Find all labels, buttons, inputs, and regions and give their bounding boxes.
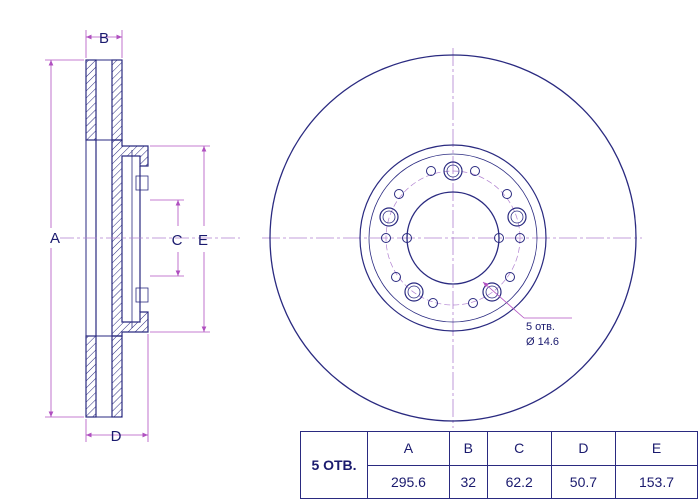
table-header-row: 5 ОТВ. A B C D E: [300, 431, 698, 499]
header-c: C: [486, 431, 552, 466]
hat-section: [111, 139, 149, 337]
label-b: B: [99, 30, 109, 47]
plate-right-upper: [111, 59, 123, 141]
header-a: A: [367, 431, 450, 466]
label-d: D: [111, 428, 122, 445]
value-d: 50.7: [550, 464, 617, 499]
value-a: 295.6: [367, 464, 450, 499]
header-d: D: [550, 431, 617, 466]
side-view: [60, 59, 240, 418]
spec-table: 5 ОТВ. A B C D E 295.6 32 62.2 50.7 153.…: [300, 431, 698, 499]
value-e: 153.7: [615, 464, 698, 499]
dimension-d: D: [85, 334, 149, 445]
plate-left-lower: [85, 335, 97, 418]
bolt-holes: [379, 161, 527, 302]
disc-outer-edge: [269, 54, 637, 422]
header-b: B: [448, 431, 488, 466]
plate-right-lower: [111, 335, 123, 418]
hat-circle: [359, 144, 547, 332]
label-c: C: [172, 232, 183, 249]
dimension-c: C: [150, 199, 184, 277]
dimension-a: A: [45, 59, 84, 418]
value-c: 62.2: [486, 464, 552, 499]
table-value-row: 295.6 32 62.2 50.7 153.7: [301, 464, 698, 499]
header-e: E: [615, 431, 698, 466]
plate-left-upper: [85, 59, 97, 141]
label-a: A: [50, 230, 60, 247]
holes-label: 5 ОТВ.: [300, 431, 368, 499]
bolt-note-diameter: Ø 14.6: [526, 336, 559, 348]
bolt-note-count: 5 отв.: [526, 321, 555, 333]
value-b: 32: [448, 464, 488, 499]
dimension-e: E: [150, 145, 210, 333]
dimension-b: B: [85, 30, 123, 58]
center-bore: [406, 191, 500, 285]
small-holes: [381, 166, 525, 308]
label-e: E: [198, 232, 208, 249]
front-view: 5 отв. Ø 14.6: [262, 48, 642, 428]
